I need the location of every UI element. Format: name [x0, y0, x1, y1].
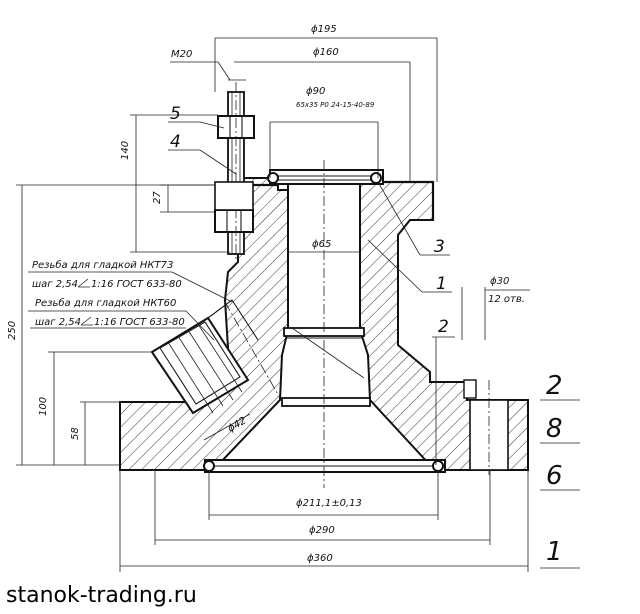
dim-h58: 58 — [70, 427, 81, 440]
flange-bolt-hole — [463, 379, 509, 475]
callout-2: 2 — [438, 317, 449, 337]
note-thread1-line2: шаг 2,54 — [32, 279, 78, 290]
note-thread1-line1: Резьба для гладкой НКТ73 — [32, 259, 173, 271]
dimension-lines — [16, 37, 580, 572]
dim-d30: ϕ30 — [490, 276, 509, 287]
dim-d211: ϕ211,1±0,13 — [296, 498, 362, 509]
note-thread1-line3: 1:16 ГОСТ 633-80 — [91, 279, 182, 290]
table-row-1: 2 — [546, 371, 563, 401]
dim-fit-spec: 65х35 Р0 24-15-40-89 — [296, 101, 375, 109]
dim-h100: 100 — [38, 397, 49, 416]
note-thread2-line1: Резьба для гладкой НКТ60 — [35, 297, 176, 309]
table-row-4: 1 — [546, 537, 563, 567]
dim-holes: 12 отв. — [488, 294, 525, 305]
dim-d360: ϕ360 — [307, 553, 333, 564]
dim-d195: ϕ195 — [311, 24, 337, 35]
dim-d65: ϕ65 — [312, 239, 331, 250]
callout-5: 5 — [170, 104, 181, 124]
dim-d160: ϕ160 — [313, 47, 339, 58]
note-thread2-line3: 1:16 ГОСТ 633-80 — [94, 317, 185, 328]
bottom-seal-groove — [203, 459, 446, 473]
table-row-3: 6 — [546, 461, 563, 491]
bottom-nut — [214, 209, 254, 233]
stud-bolt-assembly — [214, 82, 255, 262]
dim-h27: 27 — [152, 191, 163, 204]
callout-1: 1 — [436, 274, 447, 294]
callout-3: 3 — [434, 237, 445, 257]
dim-d290: ϕ290 — [309, 525, 335, 536]
dim-h140: 140 — [120, 141, 131, 160]
dim-m20: M20 — [171, 49, 192, 60]
top-seal-groove — [267, 169, 384, 185]
watermark: stanok-trading.ru — [6, 583, 197, 608]
table-row-2: 8 — [546, 414, 563, 444]
side-branch — [150, 299, 281, 415]
dim-d90: ϕ90 — [306, 86, 325, 97]
dim-h250: 250 — [7, 321, 18, 340]
callout-4: 4 — [170, 132, 181, 152]
note-thread2-line2: шаг 2,54 — [35, 317, 81, 328]
